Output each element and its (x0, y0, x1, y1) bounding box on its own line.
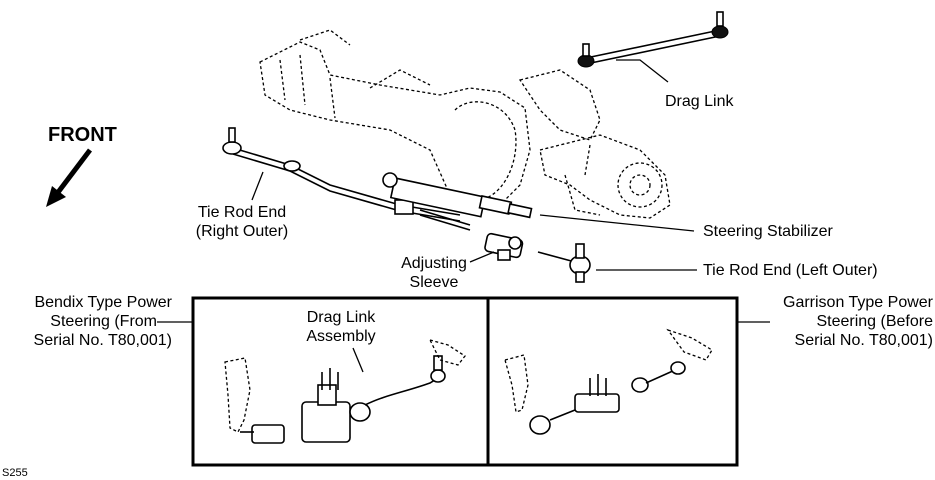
bendix-assembly-part (224, 338, 466, 444)
drag-link-assembly-line-1: Drag Link (306, 309, 376, 326)
leader-lines (157, 59, 770, 373)
garrison-line-3: Serial No. T80,001) (794, 332, 933, 349)
steering-stabilizer-part (382, 172, 533, 231)
tie-rod-part (222, 127, 461, 222)
drag-link-label: Drag Link (665, 93, 734, 110)
tie-rod-end-left-label: Tie Rod End (Left Outer) (703, 262, 878, 279)
tie-rod-end-left-part (537, 243, 591, 283)
figure-code: S255 (2, 467, 28, 479)
tie-rod-end-right-line-2: (Right Outer) (195, 223, 289, 240)
bendix-label: Bendix Type Power Steering (From Serial … (2, 293, 172, 350)
garrison-assembly-part (504, 328, 713, 435)
drag-link-part (577, 11, 729, 68)
adjusting-sleeve-line-2: Sleeve (409, 274, 459, 291)
steering-stabilizer-label: Steering Stabilizer (703, 223, 833, 240)
garrison-line-1: Garrison Type Power (783, 294, 933, 311)
adjusting-sleeve-label: Adjusting Sleeve (392, 254, 476, 292)
adjusting-sleeve-line-1: Adjusting (401, 255, 467, 272)
garrison-panel-frame (486, 296, 739, 467)
front-indicator-label: FRONT (48, 124, 117, 146)
axle-housing (259, 29, 671, 219)
drag-link-assembly-label: Drag Link Assembly (295, 308, 387, 346)
bendix-line-2: Steering (From (50, 313, 157, 330)
front-arrow-icon (46, 148, 92, 207)
drag-link-assembly-line-2: Assembly (306, 328, 376, 345)
garrison-line-2: Steering (Before (816, 313, 933, 330)
adjusting-sleeve-part (484, 232, 524, 261)
bendix-line-1: Bendix Type Power (34, 294, 172, 311)
tie-rod-end-right-label: Tie Rod End (Right Outer) (182, 203, 302, 241)
garrison-label: Garrison Type Power Steering (Before Ser… (758, 293, 933, 350)
tie-rod-end-right-line-1: Tie Rod End (197, 204, 287, 221)
bendix-line-3: Serial No. T80,001) (33, 332, 172, 349)
